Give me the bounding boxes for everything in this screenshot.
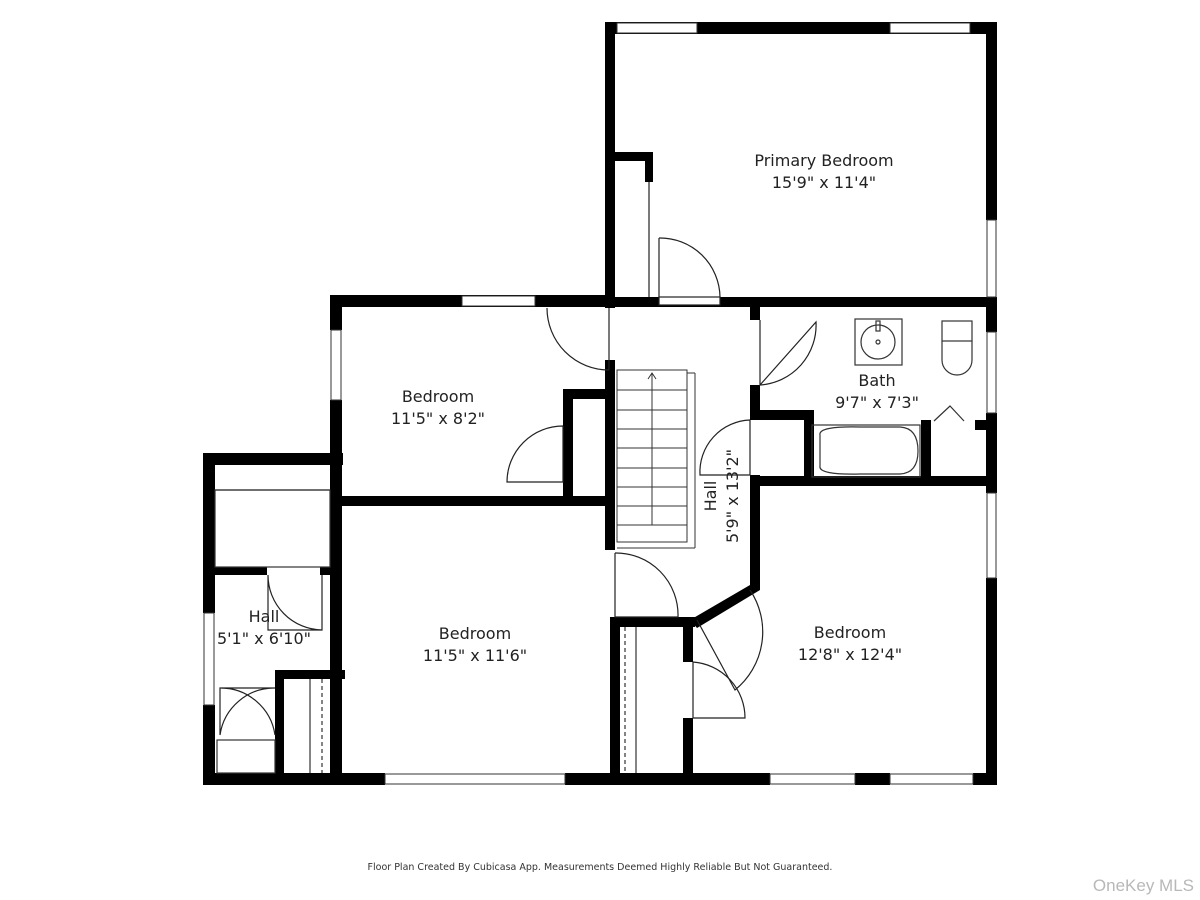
room-dimensions: 15'9" x 11'4" (771, 173, 877, 192)
room-dimensions: 12'8" x 12'4" (797, 645, 903, 664)
room-label-bedroom-2: Bedroom 11'5" x 11'6" (423, 623, 527, 667)
room-dimensions: 5'1" x 6'10" (216, 629, 312, 648)
room-label-hall-central: Hall 5'9" x 13'2" (700, 449, 744, 543)
room-name: Hall (701, 480, 720, 512)
room-label-bedroom-1: Bedroom 11'5" x 8'2" (391, 386, 485, 430)
room-dimensions: 11'5" x 11'6" (422, 646, 528, 665)
walls (203, 22, 997, 785)
doors (219, 182, 817, 736)
disclaimer-note: Floor Plan Created By Cubicasa App. Meas… (367, 862, 833, 873)
room-label-hall-small: Hall 5'1" x 6'10" (217, 606, 311, 650)
room-name: Primary Bedroom (754, 151, 894, 170)
room-label-bedroom-3: Bedroom 12'8" x 12'4" (798, 622, 902, 666)
room-name: Bedroom (401, 387, 475, 406)
room-name: Bedroom (813, 623, 887, 642)
watermark: OneKey MLS (1092, 876, 1194, 895)
fixtures (214, 318, 973, 774)
room-label-primary-bedroom: Primary Bedroom 15'9" x 11'4" (754, 150, 893, 194)
room-name: Bath (858, 371, 896, 390)
windows (203, 22, 997, 785)
stairs (616, 369, 696, 549)
room-dimensions: 9'7" x 7'3" (835, 393, 919, 412)
room-name: Bedroom (438, 624, 512, 643)
room-label-bath: Bath 9'7" x 7'3" (835, 370, 919, 414)
room-dimensions: 11'5" x 8'2" (390, 409, 486, 428)
room-name: Hall (248, 607, 280, 626)
room-dimensions: 5'9" x 13'2" (723, 448, 742, 544)
